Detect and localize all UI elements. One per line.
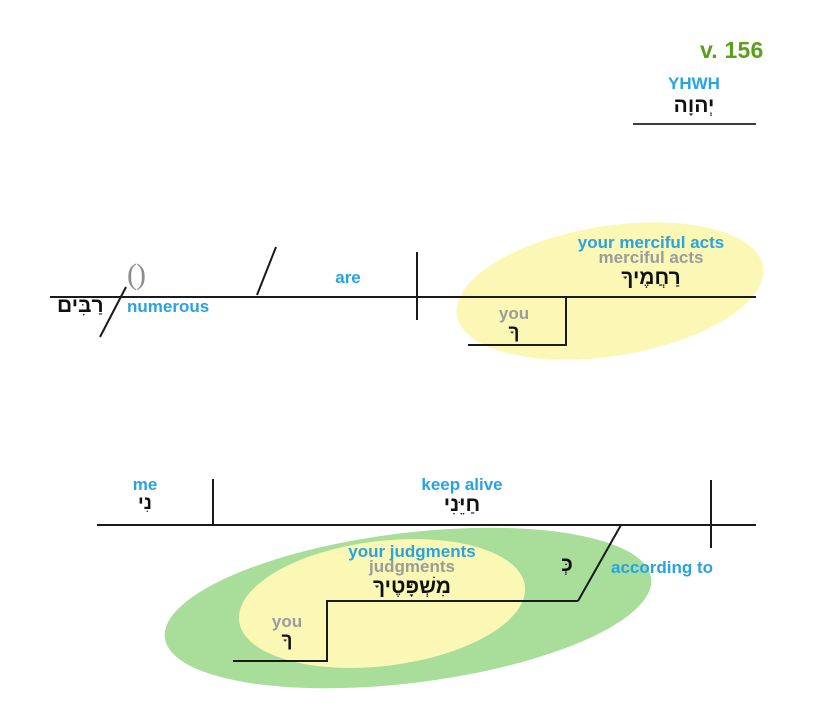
verb-gloss: keep alive: [421, 475, 503, 494]
object-hebrew: נִי: [138, 493, 152, 514]
subject-phrase-gloss: your merciful acts: [577, 233, 725, 252]
verb-hebrew: חַיֵּנִי: [443, 493, 481, 516]
copula-attachment-slant: [256, 246, 277, 296]
possessor-baseline-one: [468, 344, 567, 346]
possessor-gloss-two: you: [271, 612, 303, 631]
predicate-adjective-hebrew: רַבִּים: [57, 294, 104, 317]
predicate-adjective-gloss: numerous: [127, 297, 210, 316]
possessor-gloss-one: you: [498, 304, 530, 323]
object-phrase-hebrew: מִשְׁפָּטֶיךָ: [372, 575, 452, 598]
clause-one-baseline: [50, 296, 756, 298]
subject-gloss-yhwh: YHWH: [668, 74, 720, 93]
object-phrase-gloss: your judgments: [348, 542, 476, 561]
possessor-hebrew-two: ךָ: [281, 630, 293, 651]
possessor-hebrew-one: ךָ: [508, 322, 520, 343]
subject-phrase-hebrew: רַחֲמֶיךָ: [621, 266, 681, 289]
preposition-gloss: according to: [611, 558, 714, 577]
clause-two-object-divider: [212, 479, 214, 525]
subject-baseline-yhwh: [633, 123, 756, 125]
object-gloss: me: [132, 475, 158, 494]
copula-gloss: are: [335, 268, 361, 287]
object-phrase-lemma-gloss: judgments: [369, 557, 455, 576]
clause-one-subject-predicate-divider: [416, 252, 418, 320]
preposition-hebrew: כְּ: [561, 553, 573, 576]
verse-label: v. 156: [700, 37, 764, 63]
clause-two-verb-modifier-divider: [710, 480, 712, 548]
clause-two-baseline: [97, 524, 756, 526]
possessor-connector-one: [565, 297, 567, 345]
subject-phrase-lemma-gloss: merciful acts: [598, 248, 704, 267]
null-copula-marker: (): [127, 258, 146, 291]
subject-hebrew-yhwh: יְהוָה: [673, 94, 715, 117]
oval-subject-phrase-highlight: [446, 202, 774, 380]
adjective-attachment-slant: [99, 286, 127, 338]
